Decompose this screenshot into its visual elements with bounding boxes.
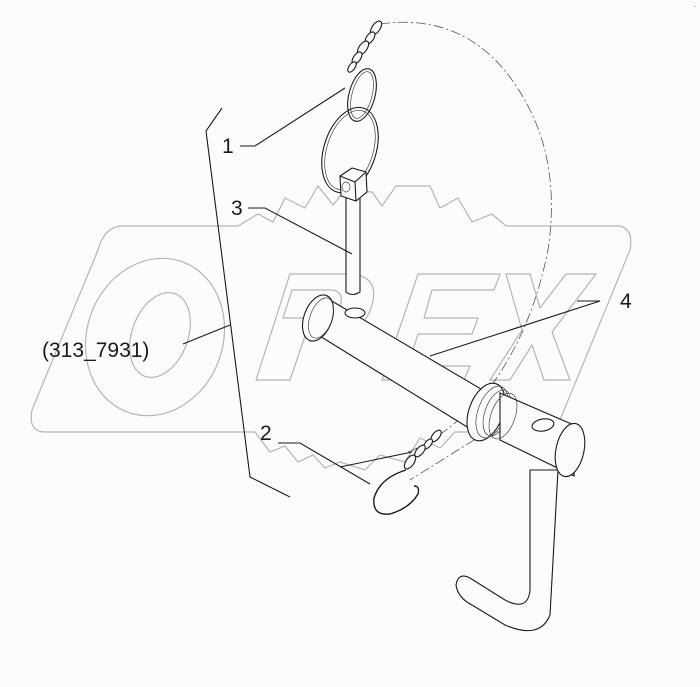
callout-4: 4 <box>620 290 632 313</box>
callout-3: 3 <box>231 197 243 220</box>
callout-1: 1 <box>222 135 234 158</box>
leader-lines <box>182 87 601 485</box>
part-4-hitch-pin <box>301 294 586 632</box>
part-2-clip-chain <box>373 429 442 515</box>
corner-mark: - <box>694 4 696 10</box>
part-1-ring-chain <box>321 20 383 194</box>
reference-label: (313_7931) <box>42 339 150 362</box>
callout-2: 2 <box>260 422 272 445</box>
assembly-bracket <box>205 107 291 498</box>
part-3-lock-pin <box>339 167 368 296</box>
